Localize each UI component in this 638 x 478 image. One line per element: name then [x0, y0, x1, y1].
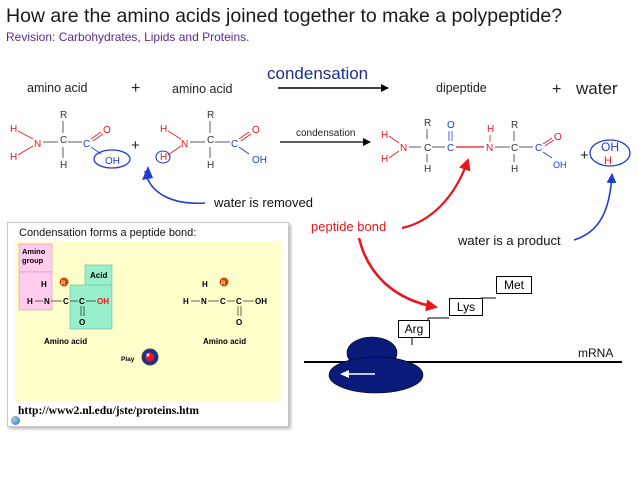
water-removed-arrowhead [142, 166, 153, 180]
svg-text:H: H [207, 160, 214, 171]
water-molecule: OH H [589, 139, 631, 167]
peptide-bond-arrow-up [401, 158, 471, 230]
svg-text:O: O [236, 318, 242, 327]
ribosome [328, 336, 424, 394]
play-label: Play [121, 356, 135, 363]
equation-process-label: condensation [267, 64, 369, 83]
equation-plus-1: + [131, 80, 141, 97]
svg-text:C: C [220, 297, 226, 306]
acid-label: Acid [90, 271, 107, 280]
mrna-label: mRNA [578, 346, 613, 360]
svg-text:R: R [207, 110, 214, 121]
slide-title: How are the amino acids joined together … [6, 5, 563, 27]
inset-amino-acid-diagrams: Amino group Acid H R H N C C OH O Amino … [18, 243, 267, 363]
water-removed-arrow [144, 170, 206, 205]
svg-text:H: H [183, 297, 189, 306]
svg-text:OH: OH [255, 297, 267, 306]
svg-text:C: C [63, 297, 69, 306]
amino-acid-box-arg: Arg [398, 320, 430, 338]
structure-arrow-label: condensation [296, 128, 356, 139]
svg-text:N: N [400, 143, 407, 154]
svg-text:C: C [447, 143, 454, 154]
svg-text:C: C [60, 135, 67, 146]
svg-text:C: C [424, 143, 431, 154]
svg-text:N: N [181, 139, 188, 150]
svg-text:H: H [381, 130, 388, 141]
water-removed-label: water is removed [213, 195, 313, 210]
inset-amino-acid-label-2: Amino acid [203, 337, 246, 346]
svg-text:O: O [252, 125, 260, 136]
inset-panel [15, 241, 281, 401]
svg-text:H: H [10, 152, 17, 163]
amino-acid-box-lys: Lys [449, 298, 483, 316]
play-button[interactable] [141, 348, 159, 366]
dipeptide-structure: H H N R C H O C H N R C H C O OH [381, 118, 567, 175]
amino-acid-1-structure: R C H H H N C O OH [10, 110, 131, 171]
water-product-label: water is a product [457, 233, 561, 248]
svg-text:O: O [447, 120, 455, 131]
svg-text:O: O [103, 125, 111, 136]
svg-text:C: C [83, 139, 90, 150]
svg-text:H: H [381, 154, 388, 165]
svg-text:R: R [424, 118, 431, 129]
inset-animation-frame: Condensation forms a peptide bond: http:… [7, 222, 289, 427]
svg-text:H: H [604, 155, 612, 167]
svg-text:N: N [201, 297, 207, 306]
equation-reactant-2: amino acid [172, 82, 233, 96]
svg-text:C: C [207, 135, 214, 146]
svg-text:OH: OH [553, 160, 567, 170]
svg-text:R: R [221, 281, 226, 287]
equation-reactant-1: amino acid [27, 81, 88, 95]
svg-text:H: H [27, 297, 33, 306]
inset-caption: Condensation forms a peptide bond: [19, 227, 197, 239]
amino-acid-2-structure: R C H H H N C O OH [155, 110, 267, 171]
equation-product-1: dipeptide [436, 81, 487, 95]
amino-group-label-1: Amino [22, 247, 46, 256]
svg-text:H: H [160, 152, 167, 163]
inset-url[interactable]: http://www2.nl.edu/jste/proteins.htm [18, 405, 199, 417]
svg-text:OH: OH [97, 297, 109, 306]
svg-text:C: C [236, 297, 242, 306]
svg-text:N: N [486, 143, 493, 154]
globe-icon [11, 416, 20, 425]
svg-text:N: N [34, 139, 41, 150]
svg-text:H: H [511, 164, 518, 175]
svg-text:N: N [44, 297, 50, 306]
svg-text:H: H [41, 280, 47, 289]
inset-amino-acid-label-1: Amino acid [44, 337, 87, 346]
equation-plus-2: + [552, 81, 562, 98]
svg-text:H: H [424, 164, 431, 175]
structure-plus-2: + [580, 147, 589, 164]
amino-group-label-2: group [22, 256, 44, 265]
svg-text:OH: OH [105, 156, 120, 167]
svg-text:R: R [61, 281, 66, 287]
svg-text:H: H [10, 124, 17, 135]
svg-text:C: C [511, 143, 518, 154]
svg-text:H: H [487, 124, 494, 135]
svg-text:O: O [79, 318, 85, 327]
svg-text:C: C [79, 297, 85, 306]
svg-text:C: C [231, 139, 238, 150]
svg-text:R: R [60, 110, 67, 121]
svg-text:OH: OH [252, 155, 267, 166]
equation-product-2: water [576, 79, 618, 98]
slide-subtitle: Revision: Carbohydrates, Lipids and Prot… [6, 30, 250, 44]
svg-text:OH: OH [601, 140, 619, 154]
water-product-arrow [573, 173, 617, 241]
structure-plus-1: + [131, 137, 140, 154]
svg-text:C: C [535, 143, 542, 154]
amino-acid-box-met: Met [496, 276, 532, 294]
peptide-bond-label: peptide bond [311, 219, 386, 234]
svg-text:R: R [511, 120, 518, 131]
svg-text:H: H [202, 280, 208, 289]
svg-text:O: O [554, 132, 562, 143]
svg-text:H: H [160, 124, 167, 135]
peptide-bond-arrow-down [357, 237, 438, 312]
svg-text:H: H [60, 160, 67, 171]
